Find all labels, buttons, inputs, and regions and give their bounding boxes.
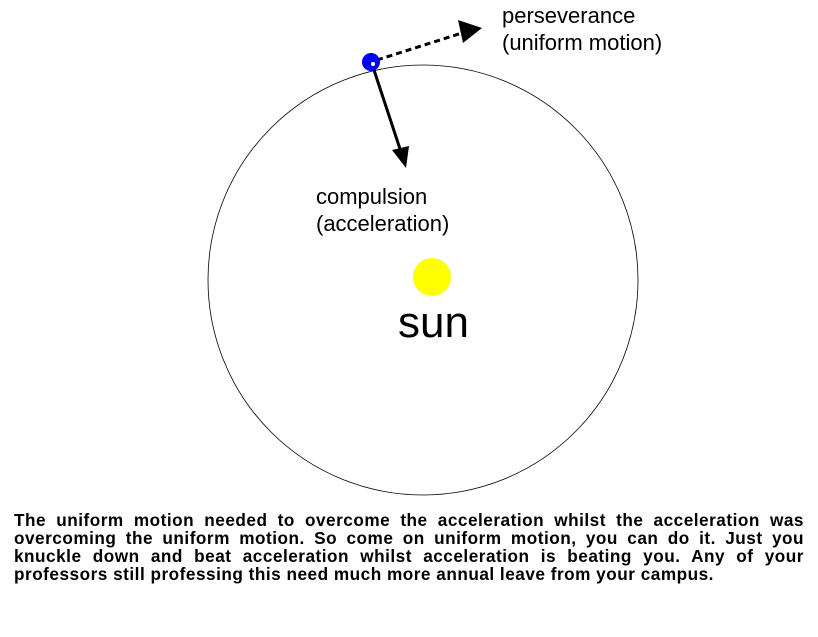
compulsion-arrowhead [392,146,409,168]
compulsion-label-line2: (acceleration) [316,211,450,236]
perseverance-label: perseverance (uniform motion) [502,2,662,56]
compulsion-label-line1: compulsion [316,184,428,209]
caption-text: The uniform motion needed to overcome th… [14,510,804,584]
sun-disc [413,258,451,296]
orbit-circle [207,64,639,496]
sun-label: sun [398,298,469,347]
perseverance-arrow [376,31,463,62]
perseverance-arrowhead [458,20,482,43]
compulsion-arrow [371,66,403,153]
compulsion-label: compulsion (acceleration) [316,183,449,237]
orbit-diagram [207,20,639,496]
perseverance-label-line1: perseverance [502,3,636,28]
planet-dot [362,53,380,71]
perseverance-label-line2: (uniform motion) [502,30,663,55]
planet-dot-highlight [371,62,375,66]
